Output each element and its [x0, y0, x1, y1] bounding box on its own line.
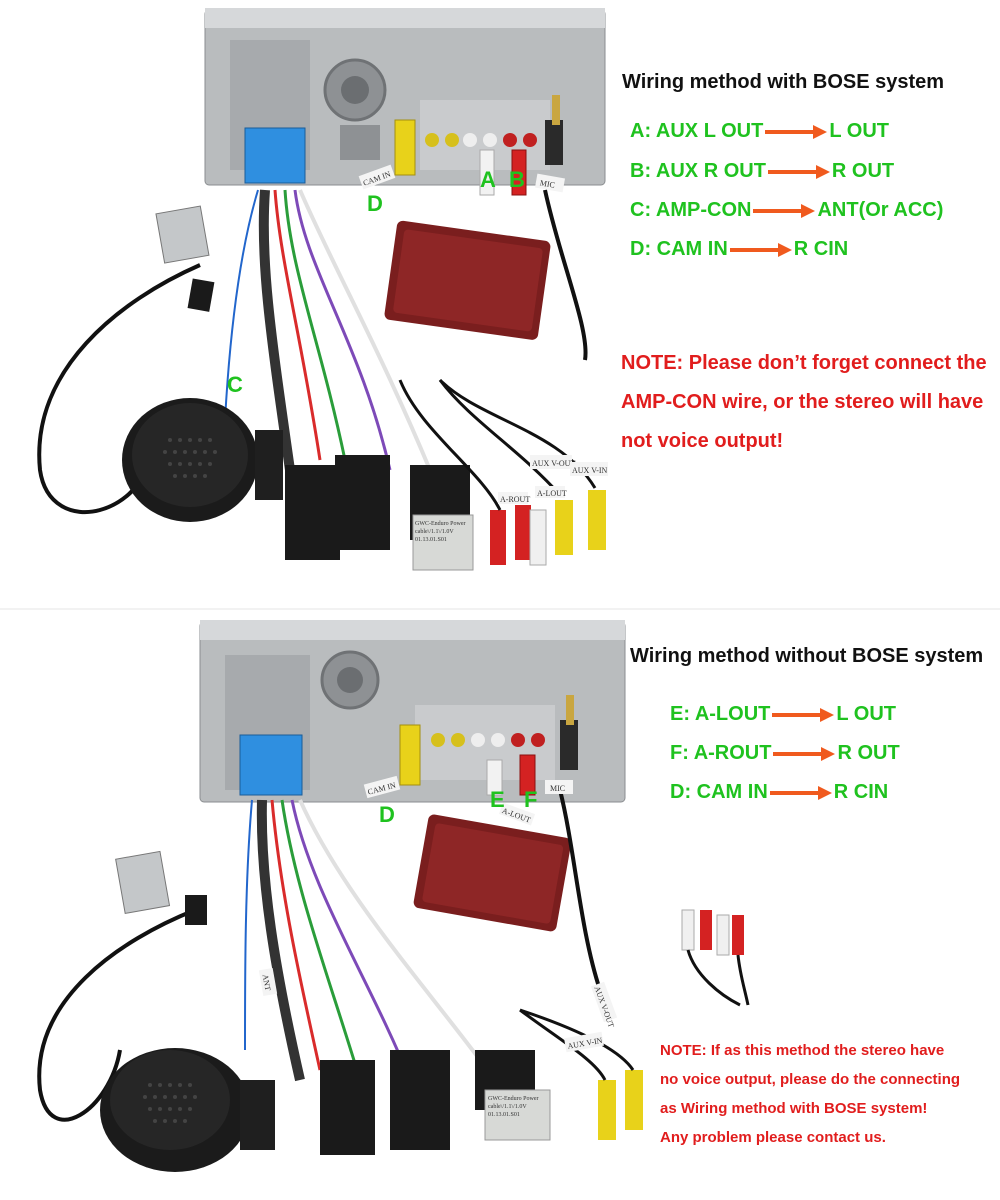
- arrow-right-icon: [729, 242, 792, 257]
- mapping-to: R OUT: [831, 160, 895, 182]
- mapping-to: L OUT: [836, 703, 896, 725]
- tag-label-box: GWC-Enduro Power cable\/1.1\/1.0V 01.13.…: [488, 1096, 539, 1118]
- mapping-row-a: A: AUX L OUT L OUT: [630, 120, 889, 143]
- tag-a-lout: A-LOUT: [537, 489, 567, 498]
- mapping-row-b: B: AUX R OUT R OUT: [630, 160, 894, 183]
- arrow-right-icon: [769, 785, 832, 800]
- rca-plugs-right: [681, 909, 750, 1007]
- mapping-row-d2: D: CAM IN R CIN: [670, 781, 888, 804]
- mapping-to: L OUT: [829, 120, 889, 142]
- arrow-right-icon: [767, 164, 830, 179]
- photo-without-bose: CAM IN MIC A-LOUT AUX V-OUT AUX V-IN ANT…: [0, 610, 643, 1200]
- photo-with-bose: CAM IN MIC AUX V-OUT AUX V-IN A-ROUT A-L…: [0, 0, 620, 610]
- arrow-right-icon: [753, 203, 816, 218]
- no-bose-note: NOTE: If as this method the stereo have …: [660, 1036, 1000, 1152]
- mapping-row-d: D: CAM IN R CIN: [630, 238, 848, 261]
- mapping-from: D: CAM IN: [670, 781, 768, 803]
- mapping-row-e: E: A-LOUT L OUT: [670, 703, 896, 726]
- arrow-right-icon: [773, 746, 836, 761]
- note-line: as Wiring method with BOSE system!: [660, 1100, 928, 1117]
- bose-title: Wiring method with BOSE system: [622, 71, 945, 93]
- tag-a-rout: A-ROUT: [500, 495, 530, 504]
- tag-label-box: GWC-Enduro Power cable\/1.1\/1.0V 01.13.…: [415, 521, 466, 543]
- mapping-from: B: AUX R OUT: [630, 160, 766, 182]
- callout-f: F: [524, 787, 538, 812]
- no-bose-title: Wiring method without BOSE system: [630, 645, 984, 667]
- tag-mic: MIC: [550, 784, 565, 793]
- mapping-to: ANT(Or ACC): [817, 199, 944, 221]
- mapping-from: F: A-ROUT: [670, 742, 772, 764]
- tag-aux-v-in: AUX V-IN: [572, 466, 608, 475]
- bose-note: NOTE: Please don’t forget connect the AM…: [621, 352, 987, 452]
- mapping-from: A: AUX L OUT: [630, 120, 764, 142]
- mapping-from: D: CAM IN: [630, 238, 728, 260]
- arrow-right-icon: [772, 707, 835, 722]
- mapping-to: R OUT: [837, 742, 900, 764]
- note-line: NOTE: If as this method the stereo have: [660, 1042, 945, 1059]
- callout-a: A: [480, 167, 496, 192]
- note-line: no voice output, please do the connectin…: [660, 1071, 961, 1088]
- tag-aux-v-out: AUX V-OUT: [532, 459, 575, 468]
- callout-d: D: [379, 802, 395, 827]
- mapping-row-f: F: A-ROUT R OUT: [670, 742, 900, 765]
- callout-d: D: [367, 191, 383, 216]
- mapping-row-c: C: AMP-CON ANT(Or ACC): [630, 199, 943, 222]
- mapping-to: R CIN: [833, 781, 889, 803]
- arrow-right-icon: [765, 124, 828, 139]
- mapping-to: R CIN: [793, 238, 849, 260]
- callout-e: E: [490, 787, 505, 812]
- callout-b: B: [509, 167, 525, 192]
- callout-c: C: [227, 372, 243, 397]
- mapping-from: E: A-LOUT: [670, 703, 771, 725]
- tag-mic: MIC: [539, 178, 555, 189]
- mapping-from: C: AMP-CON: [630, 199, 752, 221]
- section-divider: [0, 608, 1000, 610]
- tag-ant: ANT: [261, 974, 273, 992]
- note-line: Any problem please contact us.: [660, 1129, 886, 1146]
